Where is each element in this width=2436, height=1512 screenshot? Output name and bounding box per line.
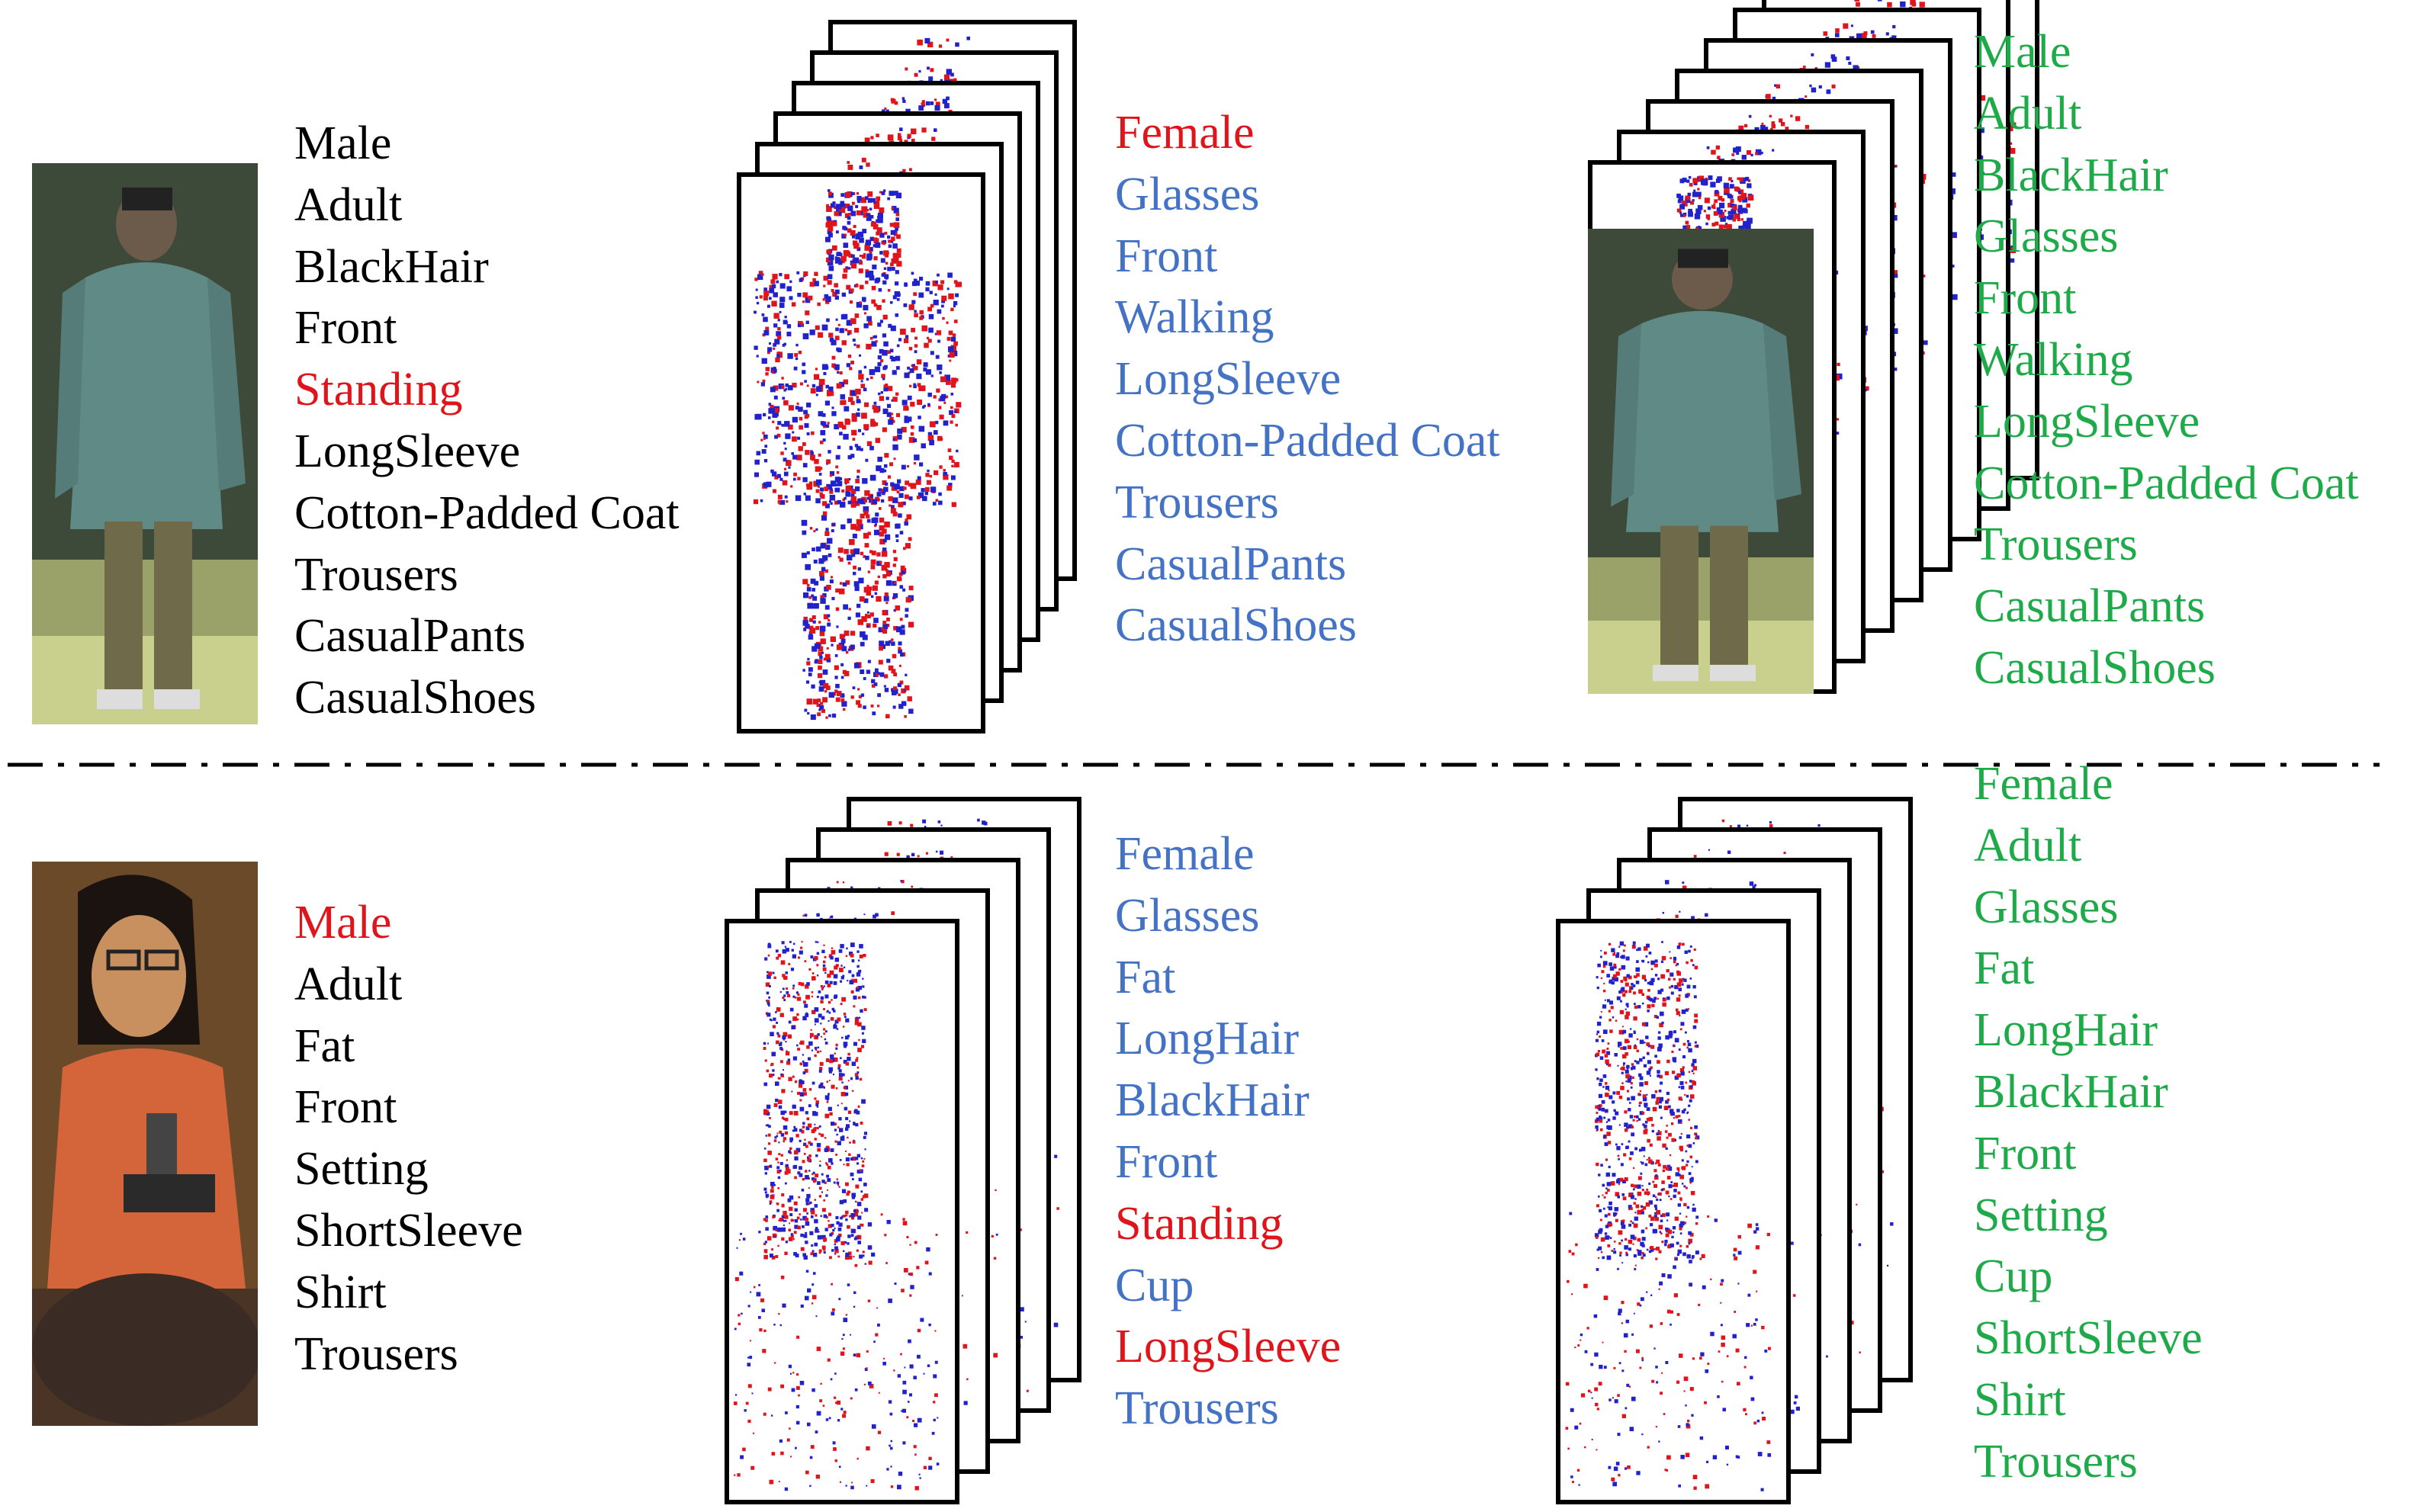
attribute-label: Walking — [1115, 291, 1274, 344]
attribute-label: Setting — [294, 1143, 429, 1196]
attribute-label: Glasses — [1115, 889, 1260, 942]
attribute-label: BlackHair — [1974, 1065, 2168, 1118]
attribute-label: ShortSleeve — [1974, 1312, 2203, 1365]
attribute-label: Cotton-Padded Coat — [1115, 414, 1500, 467]
attribute-label: Glasses — [1974, 210, 2119, 263]
attribute-label: CasualShoes — [1974, 641, 2216, 694]
fused-frame-stack-2 — [1556, 791, 1922, 1504]
attribute-label: CasualPants — [294, 610, 526, 663]
attribute-label: Standing — [1115, 1197, 1284, 1250]
attribute-label: Male — [1974, 26, 2071, 78]
attribute-label: Adult — [294, 178, 403, 231]
attribute-label: CasualShoes — [1115, 599, 1357, 652]
attribute-label: Setting — [1974, 1189, 2108, 1241]
attribute-label: LongHair — [1115, 1013, 1300, 1065]
attribute-label: BlackHair — [294, 240, 489, 293]
attribute-label: LongSleeve — [294, 425, 521, 477]
attribute-label: Fat — [1974, 942, 2035, 995]
attribute-label: Front — [294, 1081, 397, 1134]
attribute-label: Glasses — [1974, 881, 2119, 933]
attribute-label: Adult — [1974, 87, 2082, 140]
attribute-label: CasualShoes — [294, 672, 536, 724]
attribute-label: Adult — [1974, 819, 2082, 872]
attribute-label: Male — [294, 117, 392, 169]
event-frame — [725, 919, 959, 1504]
attribute-label: BlackHair — [1974, 149, 2168, 201]
attribute-label: Front — [1974, 1127, 2077, 1180]
attribute-label: Cotton-Padded Coat — [1974, 457, 2359, 509]
attribute-label: Adult — [294, 958, 403, 1010]
attribute-label: LongSleeve — [1115, 1321, 1342, 1373]
attribute-label: Shirt — [1974, 1373, 2066, 1426]
attribute-label: LongHair — [1974, 1004, 2158, 1057]
attribute-label: Front — [1974, 272, 2077, 325]
attribute-label: Glasses — [1115, 168, 1260, 220]
attribute-label: Male — [294, 897, 392, 949]
attribute-label: Female — [1115, 107, 1255, 159]
attribute-label: Front — [294, 302, 397, 355]
attribute-label: CasualPants — [1974, 580, 2206, 633]
event-frame-stack-2 — [725, 791, 1083, 1504]
attribute-label: Cotton-Padded Coat — [294, 486, 680, 539]
rgb-person-image — [32, 862, 258, 1426]
attribute-label: Trousers — [1974, 1435, 2138, 1488]
attribute-label: CasualPants — [1115, 538, 1347, 590]
event-frame — [1556, 919, 1791, 1504]
attribute-label: Front — [1115, 230, 1218, 282]
attribute-label: Cup — [1974, 1250, 2053, 1303]
attribute-label: Walking — [1974, 333, 2133, 386]
attribute-label: Cup — [1115, 1259, 1194, 1311]
event-frame — [737, 172, 985, 734]
attribute-label: ShortSleeve — [294, 1204, 523, 1257]
attribute-label: Fat — [1115, 951, 1176, 1003]
attribute-label: Female — [1115, 828, 1255, 880]
attribute-label: Front — [1115, 1135, 1218, 1188]
event-frame-stack-1 — [737, 20, 1095, 734]
attribute-label: Female — [1974, 758, 2113, 810]
attribute-label: LongSleeve — [1115, 353, 1342, 406]
attribute-label: Standing — [294, 364, 463, 416]
attribute-label: Trousers — [294, 1327, 458, 1380]
attribute-label: Shirt — [294, 1266, 387, 1318]
fused-frame-stack-1 — [1588, 0, 2039, 694]
attribute-label: BlackHair — [1115, 1074, 1310, 1127]
attribute-label: Fat — [294, 1019, 355, 1072]
rgb-person-image — [32, 163, 258, 724]
attribute-label: Trousers — [1974, 518, 2138, 571]
attribute-label: Trousers — [294, 548, 458, 601]
attribute-label: LongSleeve — [1974, 395, 2200, 448]
attribute-label: Trousers — [1115, 476, 1279, 528]
attribute-label: Trousers — [1115, 1382, 1279, 1435]
rgb-overlay-image — [1588, 229, 1814, 694]
